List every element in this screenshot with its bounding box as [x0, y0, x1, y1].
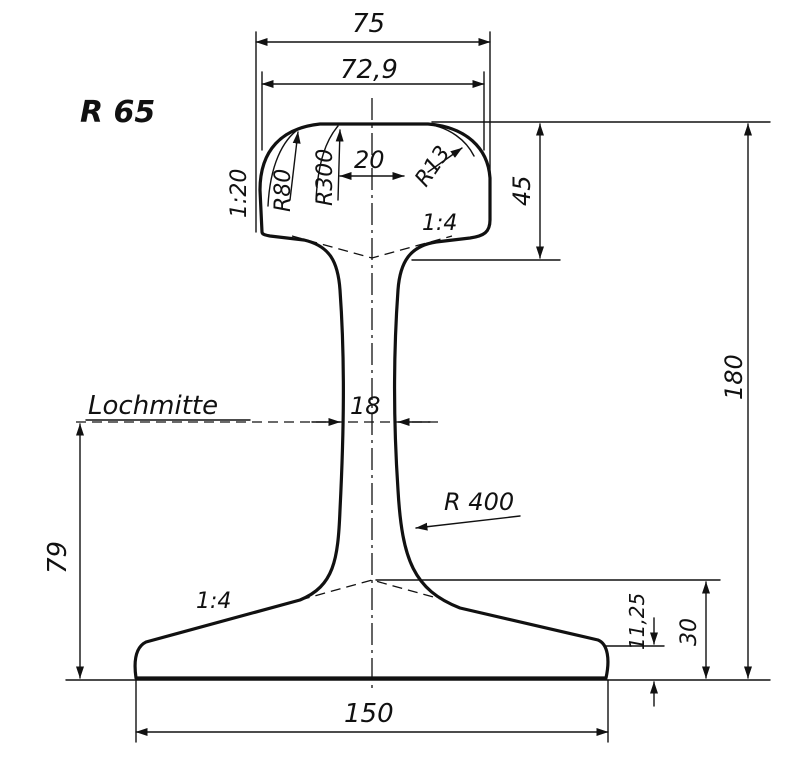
label-radius-400: R 400 [444, 488, 514, 516]
label-total-height: 180 [720, 354, 748, 400]
leader-r300 [335, 129, 344, 201]
head-arc-r300 [315, 125, 339, 201]
label-hole-height: 79 [43, 541, 73, 574]
label-head-under-slope: 1:4 [422, 211, 457, 236]
label-foot-edge: 11,25 [625, 593, 649, 650]
label-head-width-outer: 75 [352, 9, 385, 39]
label-foot-slope: 1:4 [196, 589, 231, 614]
foot-topside-dashes [299, 579, 445, 601]
label-head-slope: 1:20 [227, 169, 252, 218]
label-head-height: 45 [508, 175, 536, 206]
label-radius-300: R300 [313, 149, 338, 206]
label-hole-center: Lochmitte [88, 391, 218, 421]
label-head-width-inner: 72,9 [340, 55, 398, 85]
label-foot-height: 30 [677, 618, 702, 646]
drawing-title: R 65 [80, 95, 155, 130]
head-underside-dashes [291, 235, 453, 259]
label-foot-width: 150 [344, 699, 394, 729]
label-radius-80: R80 [271, 169, 296, 212]
label-radius-13: R13 [410, 142, 455, 192]
head-arc-r13 [427, 123, 475, 157]
leader-r80 [289, 131, 301, 201]
leader-r13 [427, 147, 463, 173]
label-top-flat: 20 [354, 146, 385, 174]
label-web-thickness: 18 [350, 392, 381, 420]
leader-r400 [415, 515, 521, 531]
